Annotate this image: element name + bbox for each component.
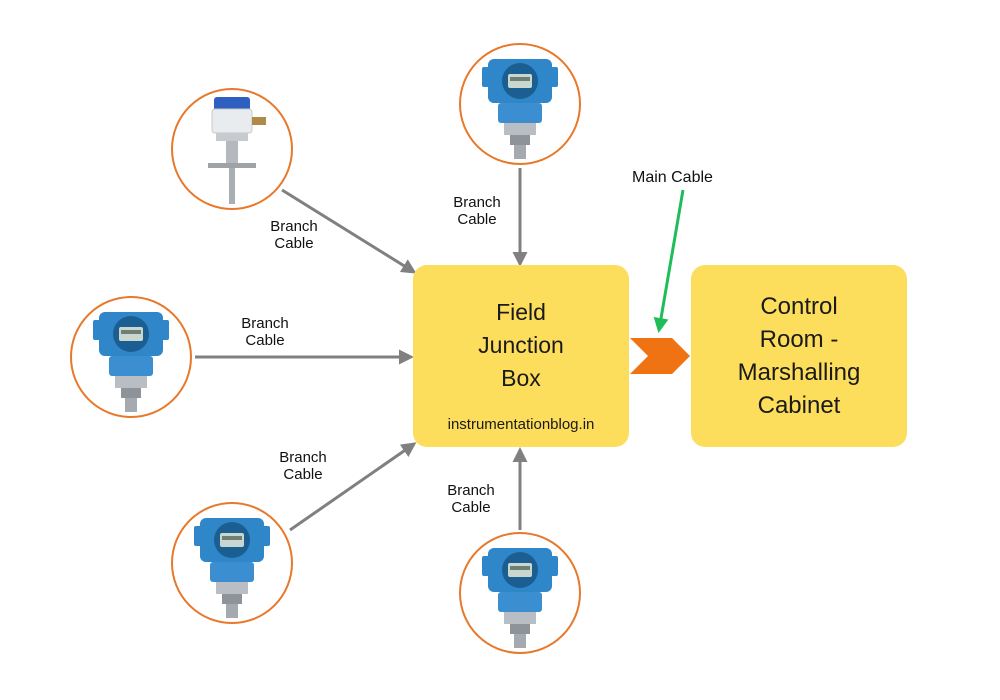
branch-cable-label-lower-left: Branch Cable: [279, 449, 327, 483]
field-junction-box: Field Junction Box instrumentationblog.i…: [413, 265, 629, 447]
instrument-lower-left-transmitter: [171, 502, 293, 624]
branch-cable-label-upper-left: Branch Cable: [270, 218, 318, 252]
branch-cable-label-left: Branch Cable: [241, 315, 289, 349]
instrument-bottom-transmitter: [459, 532, 581, 654]
instrument-level-switch: [171, 88, 293, 210]
branch-cable-label-top: Branch Cable: [453, 194, 501, 228]
main-cable-arrow: [653, 189, 685, 333]
branch-arrow-lower-left: [289, 442, 417, 532]
junction-box-title: Field Junction Box: [478, 298, 564, 391]
website-label: instrumentationblog.in: [447, 416, 595, 433]
main-cable-label: Main Cable: [632, 169, 713, 186]
control-room-title: Control Room - Marshalling Cabinet: [737, 293, 861, 419]
chevron-right-icon: [630, 338, 690, 374]
instrument-top-transmitter: [459, 43, 581, 165]
branch-cable-label-bottom: Branch Cable: [447, 482, 495, 516]
control-room-box: Control Room - Marshalling Cabinet: [691, 265, 907, 447]
branch-arrow-upper-left: [281, 188, 417, 274]
instrument-left-transmitter: [70, 296, 192, 418]
